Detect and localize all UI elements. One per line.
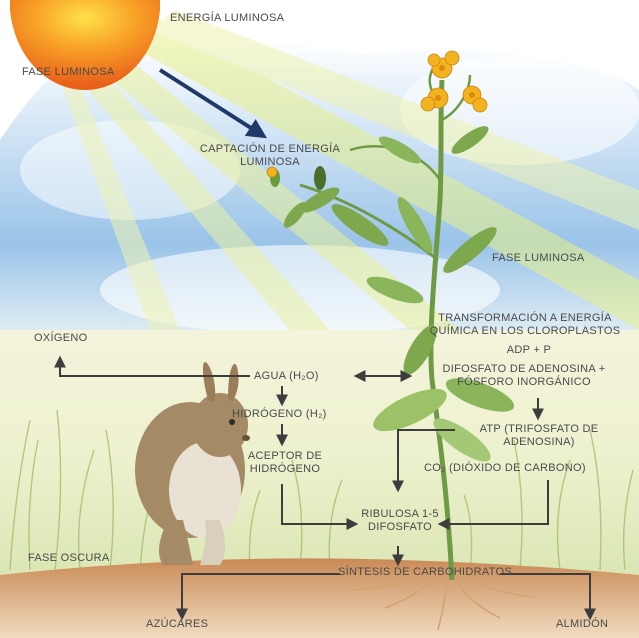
label-co2: CO₂ (DIÓXIDO DE CARBONO) [424, 462, 586, 475]
label-captacion: CAPTACIÓN DE ENERGÍA LUMINOSA [180, 143, 360, 169]
soil [0, 558, 639, 638]
label-agua: AGUA (H₂O) [254, 370, 319, 383]
label-atp: ATP (TRIFOSFATO DE ADENOSINA) [454, 423, 624, 449]
label-almidon: ALMIDÓN [556, 618, 608, 631]
label-ribulosa: RIBULOSA 1-5 DIFOSFATO [358, 508, 442, 534]
label-adp-p: ADP + P [474, 344, 584, 357]
label-sintesis: SÍNTESIS DE CARBOHIDRATOS [338, 566, 512, 579]
label-fase-luminosa-top: FASE LUMINOSA [22, 66, 115, 79]
label-oxigeno: OXÍGENO [34, 332, 87, 345]
label-fase-luminosa-right: FASE LUMINOSA [492, 252, 585, 265]
label-transformacion: TRANSFORMACIÓN A ENERGÍA QUÍMICA EN LOS … [414, 312, 636, 338]
label-fase-oscura: FASE OSCURA [28, 552, 110, 565]
label-aceptor: ACEPTOR DE HIDRÓGENO [230, 450, 340, 476]
label-energia-luminosa: ENERGÍA LUMINOSA [170, 12, 284, 25]
label-difosfato: DIFOSFATO DE ADENOSINA + FÓSFORO INORGÁN… [414, 363, 634, 389]
label-azucares: AZÚCARES [146, 618, 208, 631]
label-hidrogeno: HIDRÓGENO (H₂) [232, 408, 327, 421]
